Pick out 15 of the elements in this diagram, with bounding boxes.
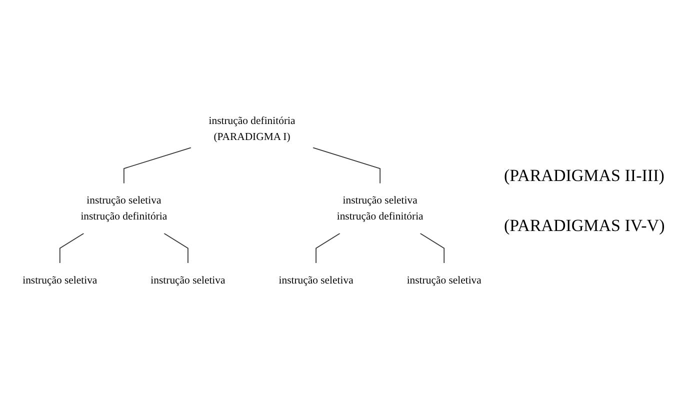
connector [164,233,188,264]
level-label: (PARADIGMAS IV-V) [504,216,666,236]
node-text: instrução seletiva instrução definitória [80,194,168,222]
level-label: (PARADIGMAS II-III) [504,166,666,186]
connector [59,233,84,264]
node-text: instrução seletiva [150,274,226,286]
node-text: instrução seletiva [406,274,482,286]
node-text: instrução definitória (PARADIGMA I) [208,114,296,143]
connector [312,147,381,184]
connector [316,233,340,264]
node-text: instrução seletiva instrução definitória [336,194,424,222]
connector [123,147,192,184]
node-text: instrução seletiva [278,274,354,286]
node-text: instrução seletiva [22,274,98,286]
connector [420,233,445,264]
